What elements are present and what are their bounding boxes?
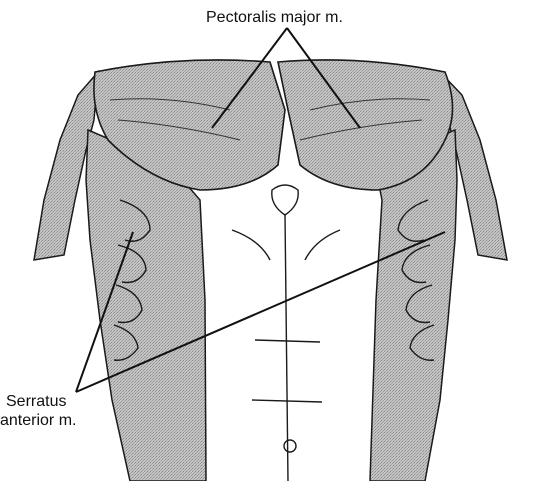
label-serratus-line2: anterior m.	[0, 411, 76, 430]
label-pectoralis-major: Pectoralis major m.	[206, 8, 343, 27]
label-serratus-anterior: Serratus anterior m.	[0, 392, 76, 430]
sternum-midline	[232, 185, 340, 481]
label-serratus-line1: Serratus	[0, 392, 76, 411]
navel	[284, 440, 296, 452]
